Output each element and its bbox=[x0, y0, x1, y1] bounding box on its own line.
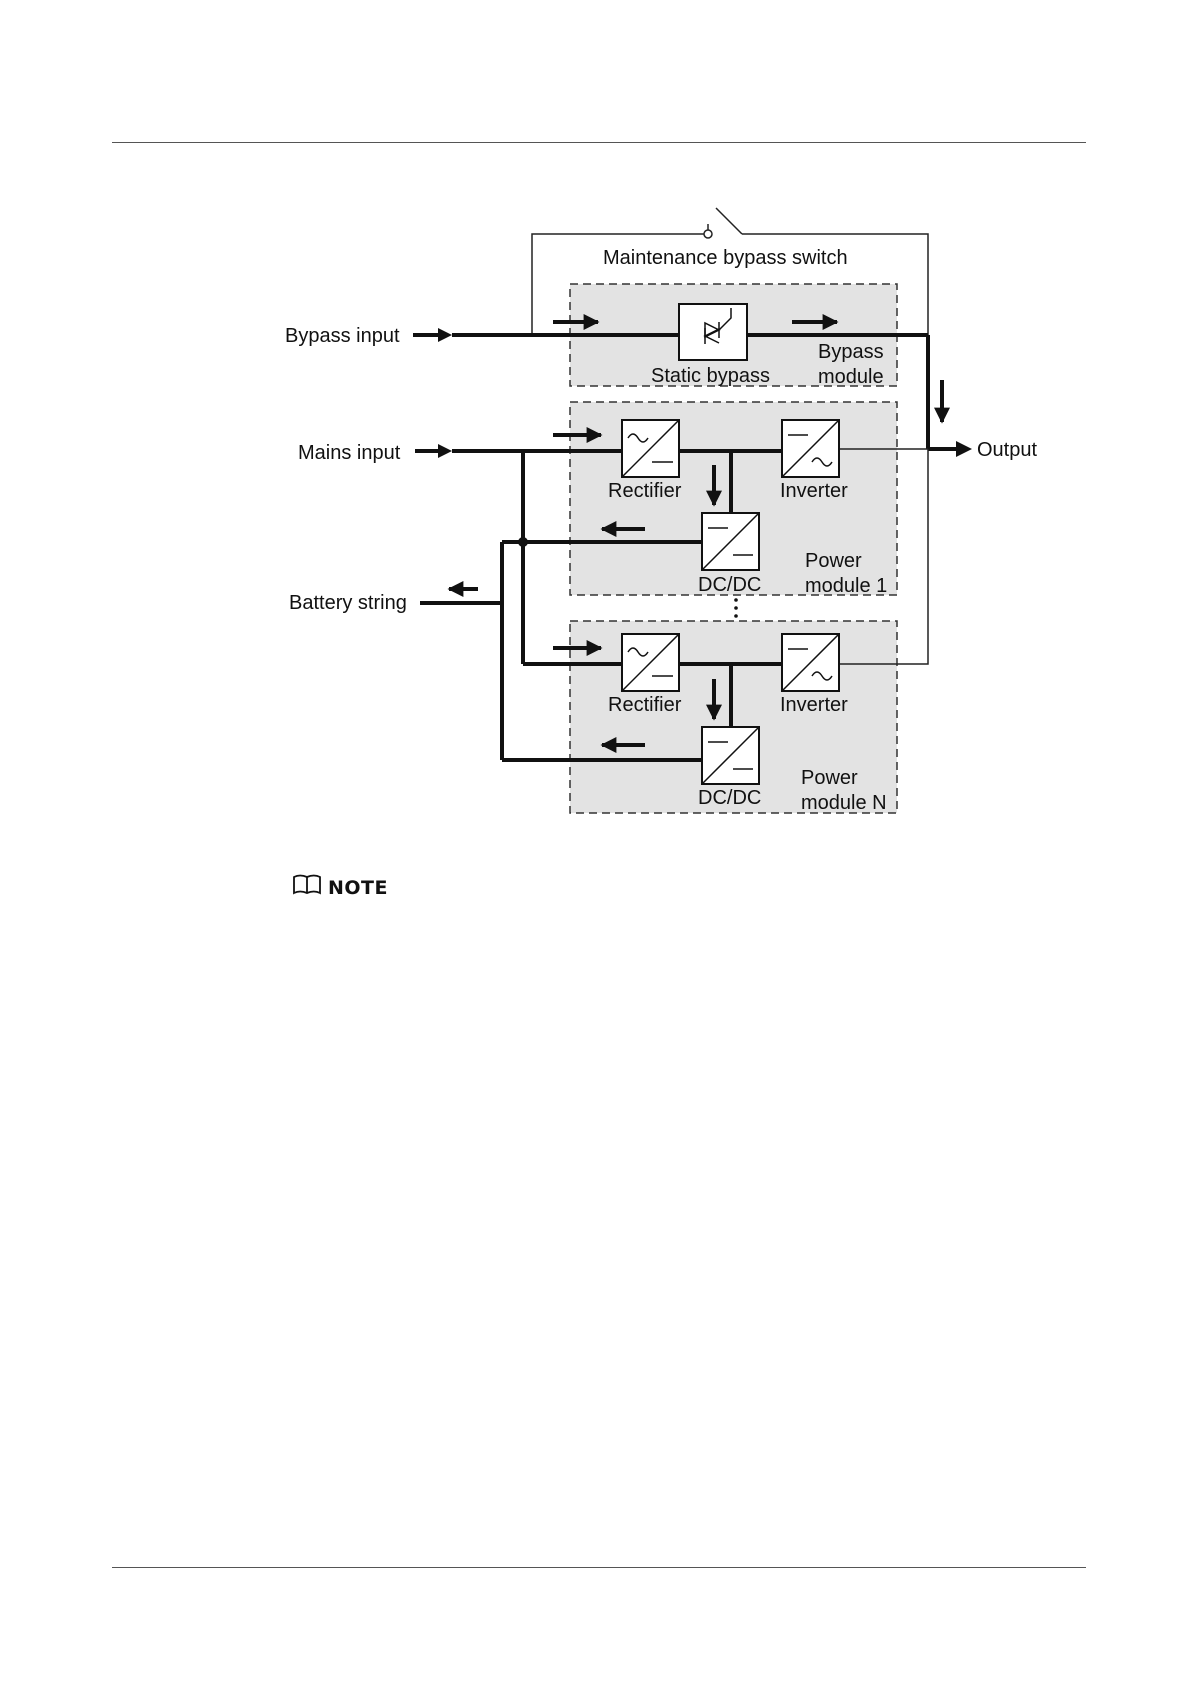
note-heading: NOTE bbox=[292, 874, 388, 901]
rectifier-n-box bbox=[622, 634, 679, 691]
inverter-1-box bbox=[782, 420, 839, 477]
inverter-n-label: Inverter bbox=[780, 694, 848, 716]
rectifier-1-label: Rectifier bbox=[608, 480, 682, 502]
dcdc-n-box bbox=[702, 727, 759, 784]
book-icon bbox=[292, 874, 322, 901]
mains-input-arrowhead bbox=[438, 444, 452, 458]
dcdc-n-label: DC/DC bbox=[698, 787, 761, 809]
battery-string-label: Battery string bbox=[289, 592, 407, 614]
note-label: NOTE bbox=[328, 877, 388, 899]
output-arrowhead bbox=[956, 441, 972, 457]
output-label: Output bbox=[977, 439, 1037, 461]
bypass-input-label: Bypass input bbox=[285, 325, 400, 347]
module-ellipsis bbox=[734, 598, 738, 618]
dcdc-1-box bbox=[702, 513, 759, 570]
static-bypass-label: Static bypass bbox=[651, 365, 770, 387]
power-module-n-label-1: Power bbox=[801, 767, 858, 789]
bypass-input-arrowhead bbox=[438, 328, 452, 342]
power-module-1-label-2: module 1 bbox=[805, 575, 887, 597]
inverter-1-label: Inverter bbox=[780, 480, 848, 502]
mains-input-label: Mains input bbox=[298, 442, 401, 464]
static-bypass-box bbox=[679, 304, 747, 360]
rectifier-1-box bbox=[622, 420, 679, 477]
power-module-1-label-1: Power bbox=[805, 550, 862, 572]
junction-dot bbox=[518, 537, 528, 547]
bypass-module-label-1: Bypass bbox=[818, 341, 884, 363]
rectifier-n-label: Rectifier bbox=[608, 694, 682, 716]
dcdc-1-label: DC/DC bbox=[698, 574, 761, 596]
inverter-n-box bbox=[782, 634, 839, 691]
maintenance-switch-label: Maintenance bypass switch bbox=[603, 247, 848, 269]
bypass-module-label-2: module bbox=[818, 366, 884, 388]
power-module-n-label-2: module N bbox=[801, 792, 887, 814]
